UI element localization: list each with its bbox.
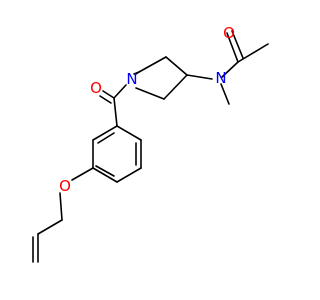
atom-o-carbonyl-label: O (90, 79, 102, 97)
atom-o-acetyl-label: O (223, 24, 235, 42)
bond-ring-c4-c5 (138, 56, 167, 73)
bond-acetyl-c-n (221, 61, 239, 78)
bond-n-methyl (220, 83, 230, 105)
bond-benz-4 (92, 167, 118, 183)
atom-n-amide: N (215, 69, 226, 87)
bonds (32, 30, 269, 263)
atom-n-amide-label: N (215, 69, 226, 87)
bond-acetyl-co-1 (226, 32, 239, 63)
bond-carbonyl-o-1 (102, 90, 115, 99)
bond-carbonyl-aryl (113, 97, 118, 127)
bond-benz-3 (116, 167, 142, 183)
bond-ring-n-c2 (135, 87, 165, 100)
bond-acetyl-methyl (237, 43, 269, 63)
bond-ring-c2-c3 (163, 74, 188, 100)
molecule-diagram: O N N O O (32, 24, 269, 263)
bond-ring-c3-c4 (165, 56, 188, 76)
bond-ch2-ch (37, 219, 63, 235)
bond-benz-6 (92, 125, 118, 141)
bond-n-carbonyl (113, 84, 127, 99)
bond-carbonyl-o-2 (99, 95, 112, 104)
bond-aryl-o (71, 167, 94, 181)
bond-benz-inner-2 (95, 165, 115, 177)
atom-labels: O N N O O (59, 24, 235, 195)
atom-o-carbonyl: O (90, 79, 102, 97)
bond-n-c3 (186, 74, 213, 80)
bond-acetyl-co-2 (231, 30, 244, 59)
atom-n-pyrrolidine: N (126, 70, 137, 88)
bond-benz-inner-3 (97, 132, 115, 144)
atom-n-pyrrolidine-label: N (126, 70, 137, 88)
bond-benz-1 (116, 125, 142, 141)
atom-o-ether: O (59, 177, 71, 195)
atom-o-acetyl: O (223, 24, 235, 42)
bond-o-ch2 (59, 192, 63, 221)
bond-ring-c5-n-2 (133, 71, 140, 75)
atom-o-ether-label: O (59, 177, 71, 195)
structure-canvas: O N N O O (32, 24, 269, 263)
